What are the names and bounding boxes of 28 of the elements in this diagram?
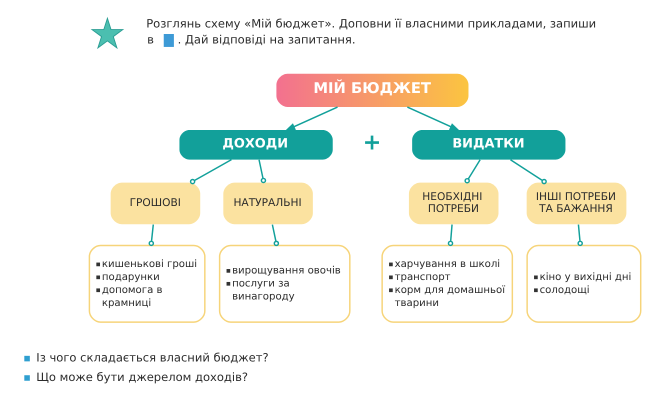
node-box: МІЙ БЮДЖЕТ [276,73,468,106]
label: Із чого складається власний бюджет? [36,350,269,364]
node-box: НЕОБХІДНІ ПОТРЕБИ [408,182,498,224]
node-box: вирощування овочів послуги за винагороду [218,244,351,322]
connector [577,224,583,246]
connector [148,224,154,246]
connector [272,224,280,246]
arrow [407,106,460,130]
label: в [147,32,154,46]
connector [448,224,454,246]
node-box: ІНШІ ПОТРЕБИ ТА БАЖАННЯ [526,182,626,224]
node-box: кіно у вихідні дні солодощі [526,244,642,322]
connector [190,158,232,184]
node-box: ГРОШОВІ [110,182,200,224]
label: Розглянь схему «Мій бюджет». Доповни її власними прикладами, запиши [146,16,596,30]
connector [510,158,547,184]
node-box: кишенькові гроші подарунки допомога в крамниці [88,244,206,322]
label: Що може бути джерелом доходів? [36,369,248,384]
label: + [362,129,382,156]
node-box: ДОХОДИ [179,130,333,160]
connector [258,159,266,183]
node-box: ВИДАТКИ [412,130,566,160]
connector [464,158,481,183]
node-box: харчування в школі транспорт корм для домашньої тварини [381,244,514,322]
label: . Дай відповіді на запитання. [178,32,356,46]
node-star [90,16,124,49]
arrow [284,106,338,130]
node-box: НАТУРАЛЬНІ [223,182,313,224]
